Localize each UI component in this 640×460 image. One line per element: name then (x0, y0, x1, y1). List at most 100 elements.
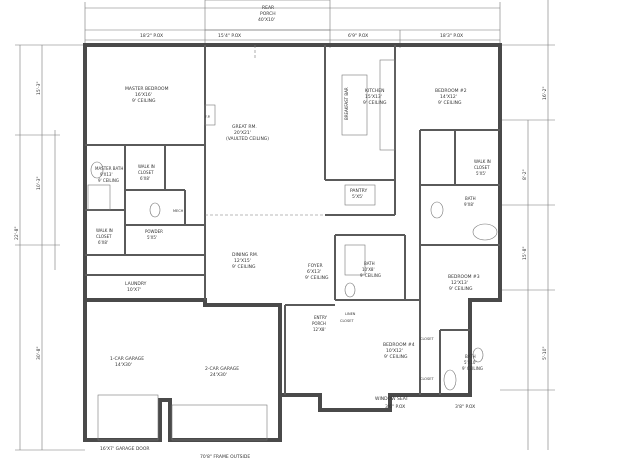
kitchen-label-3: 9' CEILING (363, 100, 387, 106)
rear-porch (204, 0, 331, 31)
bath2-label-2: 9'X8' (464, 202, 474, 207)
dim-left-4: 30'-8" (36, 346, 42, 360)
master-bath-label-2: 9'X13' (100, 172, 113, 177)
garage-door-2 (171, 404, 268, 441)
breakfast-bar-label: BREAKFAST BAR (344, 87, 349, 120)
bath3-label-3: 9' CEILING (360, 273, 381, 278)
laundry-label-1: LAUNDRY (125, 281, 147, 287)
dim-bottom-right-a: 3'6" P.OX (385, 404, 405, 410)
walkin1-label-3: 6'X8' (140, 176, 150, 181)
dim-top-mid: 15'4" P.OX (218, 33, 241, 39)
bed4-label-3: 9' CEILING (384, 354, 408, 360)
walkin1-label-2: CLOSET (138, 170, 154, 175)
dim-left-3: 10'-3" (36, 176, 42, 190)
bath2-tub (472, 223, 498, 241)
bed3-label-1: BEDROOM #3 (448, 274, 480, 280)
walkin1-label-1: WALK IN (138, 164, 155, 169)
powder-label-2: 5'X5' (147, 235, 157, 240)
bath3-shower (344, 244, 366, 276)
interior-walls (85, 45, 500, 395)
bath4-label-3: 9' CEILING (462, 366, 483, 371)
walkin3-label-1: WALK IN (474, 159, 491, 164)
dining-label-3: 9' CEILING (232, 264, 256, 270)
porch-label-1: REAR (262, 5, 274, 11)
great-label-1: GREAT RM. (232, 124, 257, 130)
bath4-toilet (472, 347, 484, 363)
kitchen-counter (379, 59, 396, 151)
bed3-label-3: 9' CEILING (449, 286, 473, 292)
foyer-label-2: 6'X13' (307, 269, 321, 275)
bed4-label-2: 10'X12' (386, 348, 403, 354)
dim-left-2: 22'-8" (14, 226, 20, 240)
room-labels: MASTER BEDROOM 16'X16' 9' CEILING GREAT … (95, 86, 491, 381)
great-label-3: (VAULTED CEILING) (226, 136, 269, 142)
mech-label: MECH (173, 209, 184, 213)
powder-label-1: POWDER (145, 229, 163, 234)
fp-label: F.P. (205, 115, 210, 119)
master-bath-label-3: 9' CEILING (98, 178, 119, 183)
pantry-label-2: 5'X5' (352, 194, 363, 200)
fireplace-box (204, 104, 216, 126)
entry-label-2: PORCH (312, 321, 326, 326)
walkin2-label-3: 6'X8' (98, 240, 108, 245)
master-label-1: MASTER BEDROOM (125, 86, 169, 92)
foyer-label-3: 9' CEILING (305, 275, 329, 281)
dim-bottom-right-b: 3'8" P.OX (455, 404, 475, 410)
kitchen-island (341, 74, 368, 136)
kitchen-label-1: KITCHEN (365, 88, 385, 94)
dim-top-right-b: 18'3" P.OX (440, 33, 463, 39)
garage-door-1 (97, 394, 159, 441)
bath4-label-2: 5'X10' (464, 360, 477, 365)
dim-right-1: 16'-2" (542, 86, 548, 100)
dim-right-4: 5'-10" (542, 346, 548, 360)
closet-label-2: CLOSET (420, 337, 434, 341)
bed2-label-1: BEDROOM #2 (435, 88, 467, 94)
garage-door-dim: 16'X7' GARAGE DOOR (100, 446, 150, 452)
kitchen-label-2: 15'X13' (365, 94, 382, 100)
top-dimension-lines (84, 2, 501, 48)
bed4-label-1: BEDROOM #4 (383, 342, 415, 348)
master-toilet (90, 161, 104, 179)
foyer-label-1: FOYER (308, 263, 323, 269)
garage2-label-2: 24'X30' (210, 372, 227, 378)
entry-label-3: 12'X8' (313, 327, 326, 332)
window-seat-label: WINDOW SEAT (375, 396, 408, 402)
porch-label-2: PORCH (260, 11, 276, 17)
right-dimension-lines (500, 0, 555, 450)
pantry-box (344, 184, 376, 206)
garage1-label-2: 14'X30' (115, 362, 132, 368)
dining-label-1: DINING RM. (232, 252, 258, 258)
pantry-label-1: PANTRY (350, 188, 367, 194)
great-label-2: 20'X21' (234, 130, 251, 136)
closet-label-3: CLOSET (420, 377, 434, 381)
bath4-label-1: BATH (465, 354, 476, 359)
dim-top-left: 18'2" P.OX (140, 33, 163, 39)
dining-label-2: 12'X15' (234, 258, 251, 264)
garage2-label-1: 2-CAR GARAGE (205, 366, 239, 372)
master-label-2: 16'X16' (135, 92, 152, 98)
master-label-3: 9' CEILING (132, 98, 156, 104)
bed2-label-2: 14'X12' (440, 94, 457, 100)
porch-label-3: 40'X10' (258, 17, 275, 23)
dim-left-1: 15'-3" (36, 81, 42, 95)
bath2-toilet (430, 201, 444, 219)
dim-right-3: 15'-8" (522, 246, 528, 260)
walkin2-label-2: CLOSET (96, 234, 112, 239)
bath3-label-1: BATH (364, 261, 375, 266)
closet-label: CLOSET (340, 319, 354, 323)
entry-label-1: ENTRY (314, 315, 327, 320)
bath3-toilet (344, 282, 356, 298)
left-dimension-lines (15, 44, 85, 451)
linen-label: LINEN (345, 312, 356, 316)
dim-right-2: 8'-2" (522, 169, 528, 180)
powder-toilet (149, 202, 161, 218)
bed2-label-3: 9' CEILING (438, 100, 462, 106)
garage1-label-1: 1-CAR GARAGE (110, 356, 144, 362)
bed3-label-2: 12'X13' (451, 280, 468, 286)
bath3-label-2: 10'X8' (362, 267, 375, 272)
walkin3-label-3: 5'X5' (476, 171, 486, 176)
bath4-tub (443, 369, 457, 391)
dim-top-right-a: 6'9" P.OX (348, 33, 368, 39)
walkin3-label-2: CLOSET (474, 165, 490, 170)
